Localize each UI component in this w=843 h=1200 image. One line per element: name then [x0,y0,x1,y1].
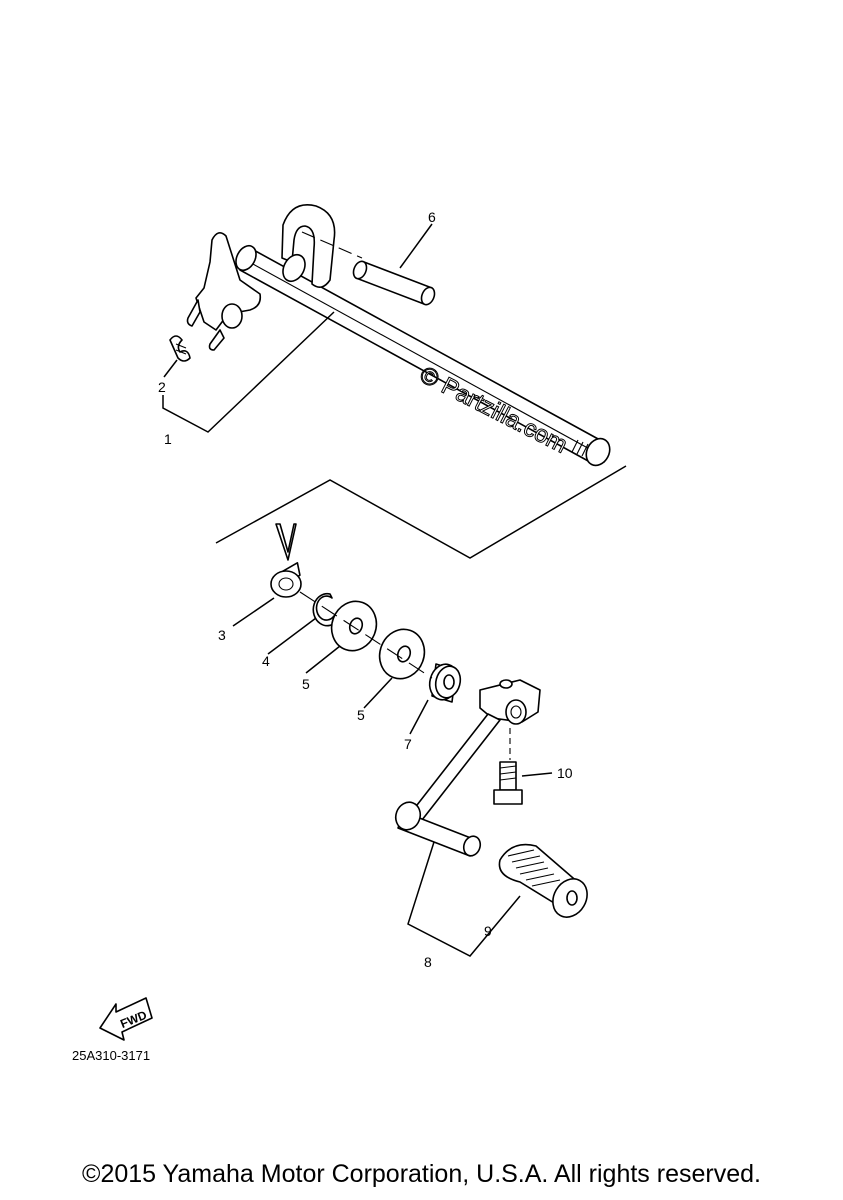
callout-8: 8 [424,954,432,970]
dowel-pin-part[interactable] [351,259,437,306]
callout-4: 4 [262,653,270,669]
callout-5a: 5 [302,676,310,692]
callout-1: 1 [164,431,172,447]
callout-3: 3 [218,627,226,643]
spring-part[interactable] [169,335,191,362]
axis-dash [299,591,433,679]
callout-5b: 5 [357,707,365,723]
callout-9: 9 [484,923,492,939]
bearing-part[interactable] [426,661,464,703]
torsion-spring-part[interactable] [270,523,303,598]
copyright-notice: ©2015 Yamaha Motor Corporation, U.S.A. A… [82,1160,761,1188]
callout-10: 10 [557,765,573,781]
callout-lines [162,223,627,957]
washer-part-b[interactable] [373,623,431,685]
fwd-arrow-icon: FWD [99,997,153,1041]
shift-pedal-part[interactable] [392,679,541,858]
pin-alignment-dash [301,231,363,259]
watermark: © Partzilla.com [415,361,571,458]
bolt-part[interactable] [493,728,523,805]
shift-shaft-assembly[interactable] [186,204,615,470]
washer-part-a[interactable] [325,595,383,657]
diagram-code: 25A310-3171 [72,1048,150,1063]
callout-7: 7 [404,736,412,752]
callout-2: 2 [158,379,166,395]
footpeg-rubber-part[interactable] [498,843,593,924]
callout-6: 6 [428,209,436,225]
